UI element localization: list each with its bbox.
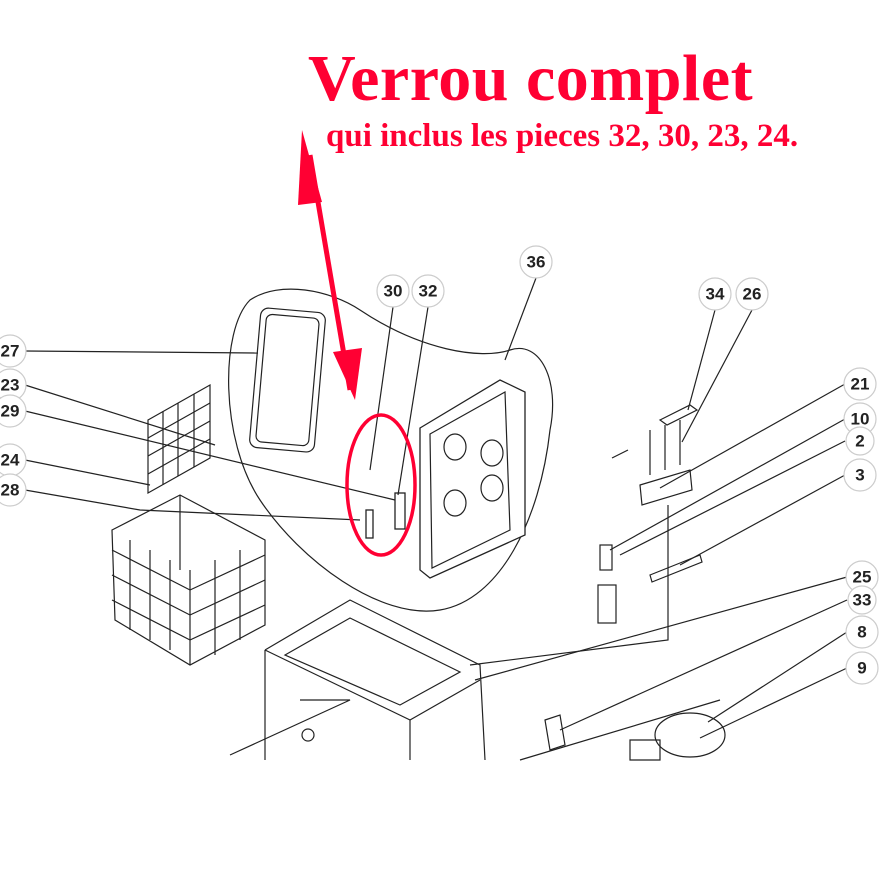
callout-9: 9 <box>845 651 879 685</box>
compressor <box>519 699 726 761</box>
svg-text:32: 32 <box>419 282 438 301</box>
latch-part-30 <box>394 492 406 530</box>
callout-2: 2 <box>845 426 875 456</box>
svg-text:9: 9 <box>857 659 866 678</box>
callout-27: 27 <box>0 334 27 368</box>
svg-text:36: 36 <box>527 253 546 272</box>
freezer-cabinet <box>264 599 486 761</box>
annotation-title: Verrou complet <box>308 42 754 115</box>
callout-21: 21 <box>843 367 877 401</box>
svg-text:28: 28 <box>1 481 20 500</box>
annotation-subtitle: qui inclus les pieces 32, 30, 23, 24. <box>326 118 799 154</box>
svg-text:10: 10 <box>851 410 870 429</box>
callout-36: 36 <box>519 245 553 279</box>
svg-text:24: 24 <box>1 451 20 470</box>
svg-text:3: 3 <box>855 466 864 485</box>
callout-8: 8 <box>845 615 879 649</box>
callout-28: 28 <box>0 473 27 507</box>
callout-23: 23 <box>0 368 27 402</box>
callout-26: 26 <box>735 277 769 311</box>
svg-text:33: 33 <box>853 591 872 610</box>
callout-30: 30 <box>376 274 410 308</box>
svg-text:2: 2 <box>855 432 864 451</box>
callout-32: 32 <box>411 274 445 308</box>
wire-basket <box>111 494 266 666</box>
svg-text:8: 8 <box>857 623 866 642</box>
svg-text:29: 29 <box>1 402 20 421</box>
grille <box>147 383 211 495</box>
callout-33: 33 <box>847 585 877 615</box>
double-arrow-icon <box>298 130 362 400</box>
svg-text:34: 34 <box>706 285 725 304</box>
svg-text:30: 30 <box>384 282 403 301</box>
callout-25: 25 <box>845 560 879 594</box>
svg-text:23: 23 <box>1 376 20 395</box>
callout-3: 3 <box>843 458 877 492</box>
svg-text:25: 25 <box>853 568 872 587</box>
door-panel <box>419 379 526 579</box>
svg-text:27: 27 <box>1 342 20 361</box>
door-group-outline <box>228 288 554 612</box>
callout-10: 10 <box>843 402 877 436</box>
gasket <box>249 307 326 453</box>
callout-29: 29 <box>0 394 27 428</box>
svg-text:26: 26 <box>743 285 762 304</box>
svg-text:21: 21 <box>851 375 870 394</box>
callout-34: 34 <box>698 277 732 311</box>
lock-assembly <box>469 404 703 666</box>
latch-part-24 <box>365 509 374 539</box>
leader-lines <box>24 277 848 756</box>
callout-24: 24 <box>0 443 27 477</box>
highlight-circle <box>345 413 417 557</box>
